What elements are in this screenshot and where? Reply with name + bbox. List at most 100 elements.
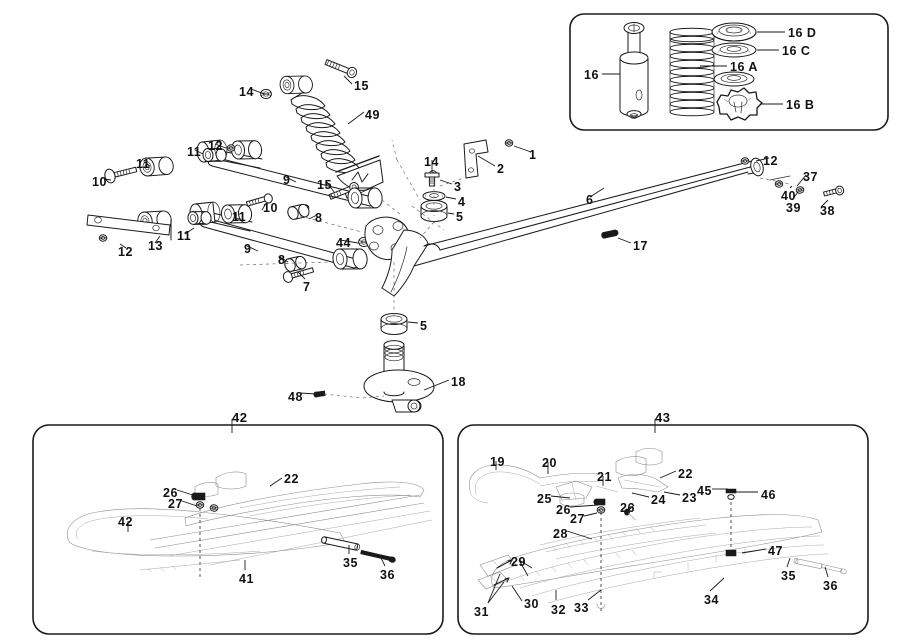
- callout-43-47: 47: [768, 544, 783, 558]
- callout-43-28: 28: [553, 527, 568, 541]
- callout-43-46: 46: [761, 488, 776, 502]
- main-leaders: [103, 75, 829, 395]
- callout-49: 49: [365, 108, 380, 122]
- callout-18: 18: [451, 375, 466, 389]
- callout-42-22: 22: [284, 472, 299, 486]
- callout-14-upper: 14: [239, 85, 254, 99]
- callout-43-33: 33: [574, 601, 589, 615]
- callout-43-22: 22: [678, 467, 693, 481]
- callout-43-30: 30: [524, 597, 539, 611]
- callout-16: 16: [584, 68, 599, 82]
- callout-42-36: 36: [380, 568, 395, 582]
- callout-5-upper: 5: [456, 210, 464, 224]
- callout-4: 4: [458, 195, 466, 209]
- callout-43-34: 34: [704, 593, 719, 607]
- callout-11-a: 11: [136, 157, 151, 171]
- callout-43-21: 21: [597, 470, 612, 484]
- callout-3: 3: [454, 180, 462, 194]
- callout-7: 7: [303, 280, 311, 294]
- callout-43-27: 27: [570, 512, 585, 526]
- grease-fitting-48: [313, 390, 326, 398]
- callout-42-26: 26: [163, 486, 178, 500]
- panel-42-label: 42: [232, 410, 248, 425]
- mount-plate-13: [86, 214, 172, 241]
- callout-10-mid: 10: [263, 201, 278, 215]
- callout-2: 2: [497, 162, 505, 176]
- callout-37: 37: [803, 170, 818, 184]
- callout-10-left: 10: [92, 175, 107, 189]
- alignment-dashes: [239, 139, 791, 399]
- detail-16-leaders: [602, 31, 785, 105]
- spring-cap-16D: [711, 22, 757, 42]
- right-hardware-group: [769, 175, 845, 197]
- bearing-cap-5-upper: [420, 200, 448, 222]
- callout-39: 39: [786, 201, 801, 215]
- callout-40: 40: [781, 189, 796, 203]
- callout-43-26a: 26: [556, 503, 571, 517]
- callout-38: 38: [820, 204, 835, 218]
- detail-box-16-frame: [569, 13, 889, 131]
- panel-43-leaders: [487, 461, 829, 604]
- callout-43-32: 32: [551, 603, 566, 617]
- callout-16c: 16 C: [782, 44, 811, 58]
- panel-42-frame: [32, 424, 444, 635]
- callout-16d: 16 D: [788, 26, 817, 40]
- spindle-18: [363, 340, 435, 413]
- callout-42-41: 41: [239, 572, 254, 586]
- callout-11-b: 11: [187, 145, 202, 159]
- callout-9-lower: 9: [244, 242, 252, 256]
- callout-16a: 16 A: [730, 60, 758, 74]
- callout-43-19: 19: [490, 455, 505, 469]
- bearing-cap-5-lower: [380, 313, 408, 335]
- nut-1: [504, 139, 514, 147]
- callout-11-d: 11: [177, 229, 192, 243]
- callout-17: 17: [633, 239, 648, 253]
- callout-9-upper: 9: [283, 173, 291, 187]
- callout-11-c: 11: [232, 210, 247, 224]
- panel-42-leaders: [127, 477, 386, 570]
- callout-43-25: 25: [537, 492, 552, 506]
- callout-43-24: 24: [651, 493, 666, 507]
- bolt-3: [424, 172, 440, 187]
- bracket-2: [463, 139, 489, 179]
- callout-6: 6: [586, 193, 594, 207]
- callout-43-20: 20: [542, 456, 557, 470]
- shock-nut-14-upper: [260, 88, 272, 100]
- callout-8-lower: 8: [278, 253, 286, 267]
- trailing-arm-6: [413, 157, 764, 267]
- callout-43-31: 31: [474, 605, 489, 619]
- right-ski-assembly: [468, 447, 847, 612]
- upper-a-arm-9: [104, 139, 383, 220]
- callout-42-27: 27: [168, 497, 183, 511]
- left-ski-assembly: [66, 471, 433, 577]
- panel-43-label: 43: [655, 410, 671, 425]
- callout-44: 44: [336, 236, 351, 250]
- callout-43-29: 29: [511, 555, 526, 569]
- callout-42-35: 35: [343, 556, 358, 570]
- callout-16b: 16 B: [786, 98, 815, 112]
- callout-12-b: 12: [118, 245, 133, 259]
- spring-washer-16C: [711, 42, 757, 58]
- shock-bolt-15-upper: [324, 59, 358, 79]
- callout-1: 1: [529, 148, 537, 162]
- callout-43-36: 36: [823, 579, 838, 593]
- cam-gear-16B: [716, 87, 763, 121]
- callout-48: 48: [288, 390, 303, 404]
- callout-43-23: 23: [682, 491, 697, 505]
- callout-8-upper: 8: [315, 211, 323, 225]
- callout-43-35: 35: [781, 569, 796, 583]
- shock-absorber-16: [619, 22, 649, 119]
- lower-a-arm-9: [86, 193, 370, 283]
- callout-12-a: 12: [208, 139, 223, 153]
- callout-42-inner: 42: [118, 515, 133, 529]
- callout-12-c: 12: [763, 154, 778, 168]
- panel-43-frame: [457, 424, 869, 635]
- steering-knuckle-hub: [364, 216, 429, 297]
- callout-43-45: 45: [697, 484, 712, 498]
- callout-5-lower: 5: [420, 319, 428, 333]
- callout-13: 13: [148, 239, 163, 253]
- spring-washer-mid: [713, 71, 755, 87]
- callout-15-lower: 15: [317, 178, 332, 192]
